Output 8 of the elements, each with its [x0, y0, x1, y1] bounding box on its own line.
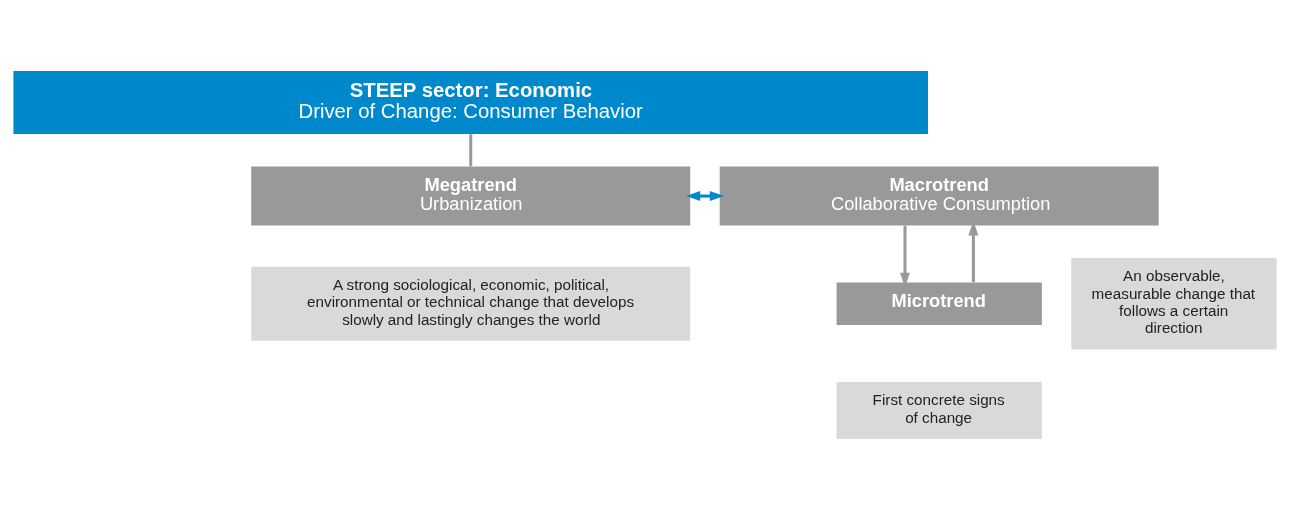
node-box: A strong sociological, economic, political, environmental or technical change that develops slowly and lastingly changes the world	[251, 266, 691, 341]
node-box: Megatrend Urbanization	[251, 166, 691, 226]
node-box: Microtrend	[836, 282, 1042, 326]
node-box: First concrete signs of change	[836, 382, 1042, 439]
node-box: STEEP sector: Economic Driver of Change: Consumer Behavior	[13, 71, 928, 135]
node-box: An observable, measurable change that follows a certain direction	[1071, 258, 1277, 350]
node-box: Macrotrend Collaborative Consumption	[719, 166, 1159, 226]
connector	[469, 134, 473, 167]
